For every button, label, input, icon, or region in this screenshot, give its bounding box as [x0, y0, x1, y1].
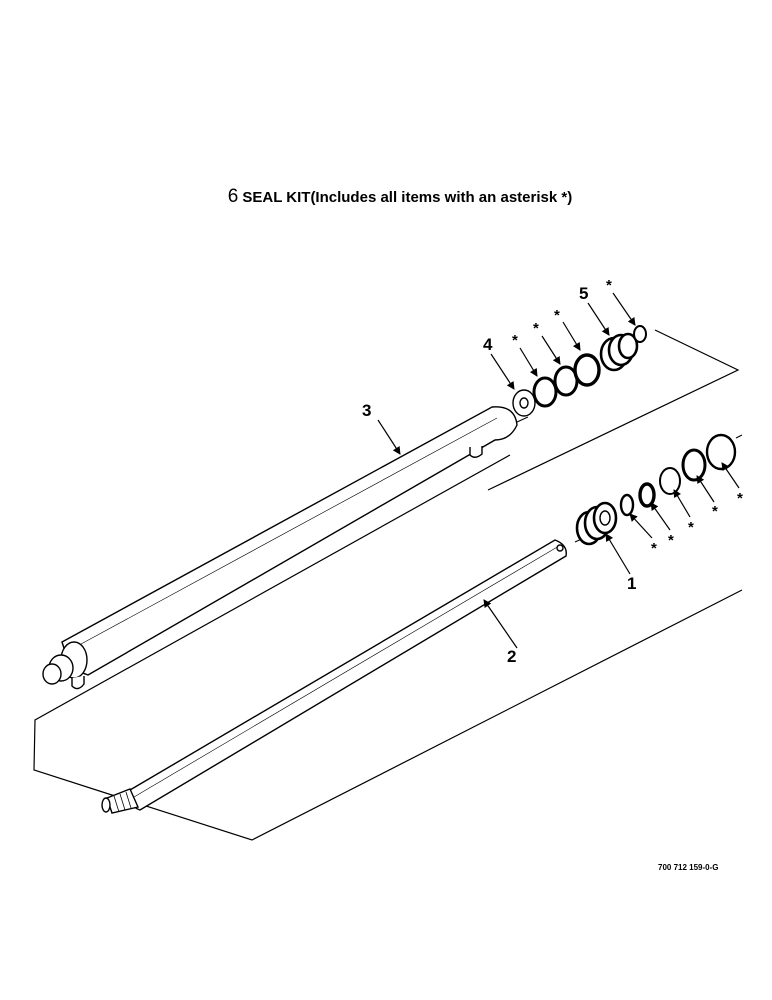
- piston-head-upper: [599, 332, 639, 372]
- callout-3: 3: [362, 401, 371, 420]
- piston-rod: [101, 539, 567, 814]
- callout-1: 1: [627, 574, 636, 593]
- seal-ring: [532, 376, 558, 408]
- seal-ring: [681, 448, 707, 482]
- piston-head-lower: [575, 501, 618, 546]
- seal-ring: [638, 482, 656, 508]
- callout-2: 2: [507, 647, 516, 666]
- asterisk-mark: *: [533, 320, 539, 337]
- upper-seal-group: [512, 325, 647, 417]
- seal-kit-text: SEAL KIT(Includes all items with an aste…: [242, 189, 573, 206]
- seal-kit-number: 6: [227, 186, 239, 207]
- asterisk-mark: *: [668, 532, 674, 549]
- asterisk-mark: *: [712, 503, 718, 520]
- asterisk-mark: *: [651, 540, 657, 557]
- callout-5: 5: [579, 284, 588, 303]
- leader-lines: [377, 292, 740, 649]
- axis-lines: [516, 416, 743, 543]
- o-ring: [633, 325, 647, 343]
- seal-ring: [705, 433, 737, 471]
- seal-ring: [659, 467, 681, 495]
- gland-nut: [512, 389, 536, 417]
- cylinder-barrel: [42, 406, 518, 690]
- assembly-plane-outline: [33, 329, 743, 841]
- lower-seal-group: [575, 433, 737, 546]
- seal-ring: [619, 493, 635, 517]
- asterisk-mark: *: [737, 490, 743, 507]
- asterisk-mark: *: [512, 332, 518, 349]
- callout-4: 4: [483, 335, 493, 354]
- asterisk-mark: *: [554, 307, 560, 324]
- seal-ring: [573, 353, 601, 387]
- asterisk-mark: *: [688, 519, 694, 536]
- drawing-number: 700 712 159-0-G: [658, 863, 719, 872]
- asterisk-mark: *: [606, 277, 612, 294]
